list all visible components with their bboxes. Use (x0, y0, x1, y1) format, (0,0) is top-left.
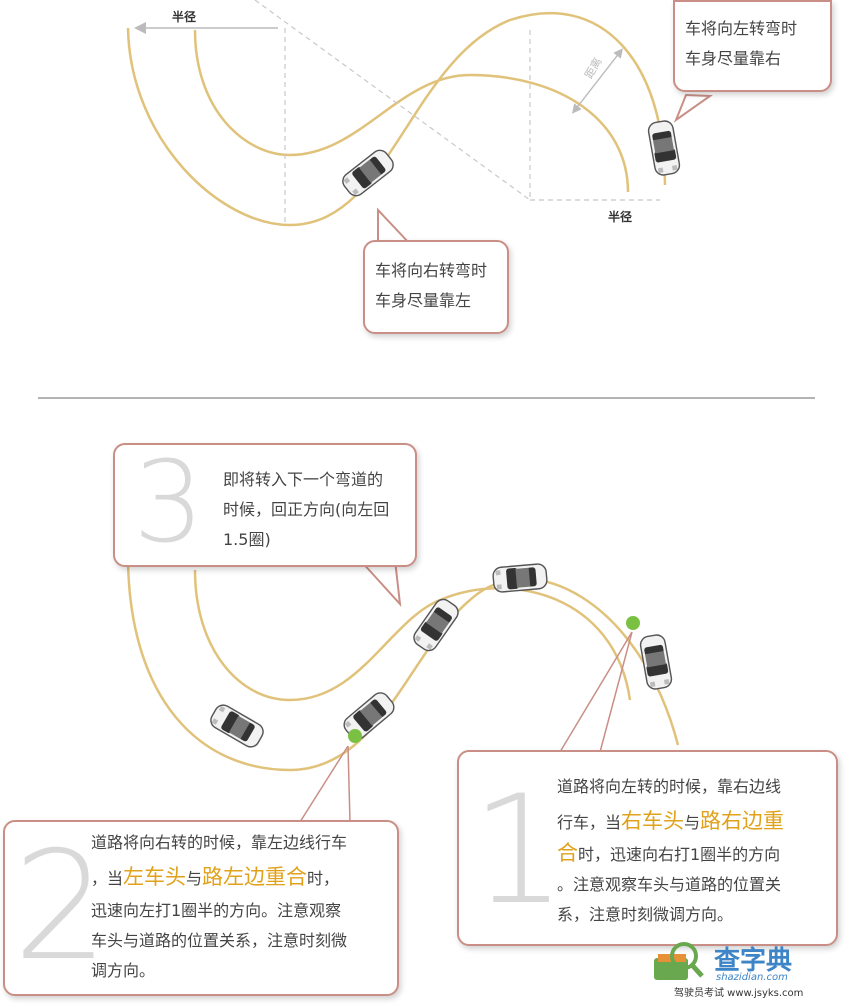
step2-line2-mid: 与 (186, 869, 203, 888)
car-bottom-1 (207, 701, 267, 751)
top-road-inner-edge (193, 29, 630, 193)
callout-left-turn-line1: 车将向左转弯时 (685, 19, 798, 38)
step3-line2: 时候，回正方向(向左回 (223, 500, 390, 519)
bottom-road-outer-edge (126, 559, 680, 772)
step2-line4: 车头与道路的位置关系，注意时刻微 (91, 931, 348, 950)
car-bottom-4 (491, 562, 549, 594)
callout-right-turn-line2: 车身尽量靠左 (375, 291, 472, 310)
step1-line3: 合时，迅速向右打1圈半的方向 (557, 838, 780, 870)
car-top-left (338, 146, 398, 200)
callout-left-turn-line2: 车身尽量靠右 (685, 49, 782, 68)
car-top-right (646, 118, 682, 178)
pointer-step1 (559, 631, 633, 753)
callout-tail-top-right (673, 93, 713, 123)
step3-line1: 即将转入下一个弯道的 (223, 470, 384, 489)
pointer-step2 (299, 745, 349, 823)
step1-line4: 。注意观察车头与道路的位置关 (557, 875, 782, 894)
radius-label-left: 半径 (172, 10, 197, 24)
step1-highlight-right-edge: 路右边重 (700, 809, 785, 833)
bottom-road (126, 559, 680, 772)
marker-left-front (348, 729, 362, 743)
step1-line3-post: 时，迅速向右打1圈半的方向 (578, 845, 781, 864)
callout-right-turn-line1: 车将向右转弯时 (375, 261, 488, 280)
top-road-outer-edge (126, 11, 667, 227)
callout-step1: 1 道路将向左转的时候，靠右边线 行车，当右车头与路右边重 合时，迅速向右打1圈… (457, 750, 838, 946)
step2-line1: 道路将向右转的时候，靠左边线行车 (91, 833, 348, 852)
step2-highlight-left-front: 左车头 (123, 865, 187, 889)
step1-line5: 系，注意时刻微调方向。 (557, 905, 734, 924)
car-bottom-3 (409, 595, 463, 655)
radius-label-right: 半径 (608, 210, 633, 224)
step3-line3: 1.5圈) (223, 530, 271, 549)
top-guides (254, 0, 660, 225)
step2-line2: ，当左车头与路左边重合时， (91, 862, 339, 894)
step1-highlight-right-front: 右车头 (621, 809, 685, 833)
step2-line2-pre: ，当 (91, 869, 124, 888)
callout-tail-top-left (377, 207, 413, 245)
callout-right-turn: 车将向右转弯时 车身尽量靠左 (363, 240, 509, 334)
step2-line3: 迅速向左打1圈半的方向。注意观察 (91, 901, 342, 920)
top-road (126, 11, 667, 227)
step2-line5: 调方向。 (91, 961, 156, 980)
marker-right-front (626, 616, 640, 630)
watermark-title: 查字典 (714, 946, 793, 976)
step1-line2: 行车，当右车头与路右边重 (557, 806, 784, 838)
step1-line2-mid: 与 (684, 813, 701, 832)
magnifier-logo-icon (654, 942, 704, 980)
callout-step3: 3 即将转入下一个弯道的 时候，回正方向(向左回 1.5圈) (113, 443, 417, 567)
step3-number: 3 (133, 438, 205, 568)
step2-highlight-left-edge: 路左边重合 (202, 865, 308, 889)
callout-left-turn: 车将向左转弯时 车身尽量靠右 (673, 0, 832, 92)
step1-number: 1 (471, 764, 567, 938)
step2-number: 2 (13, 820, 109, 994)
car-bottom-5 (638, 632, 674, 692)
watermark-footer: 驾驶员考试 www.jsyks.com (674, 988, 804, 999)
watermark: 查字典 shazidian.com 驾驶员考试 www.jsyks.com (650, 940, 849, 1000)
bottom-road-inner-edge (193, 569, 632, 702)
step1-line2-pre: 行车，当 (557, 813, 622, 832)
watermark-sub: shazidian.com (716, 972, 788, 983)
step1-highlight-coincide: 合 (557, 841, 578, 865)
callout-step2: 2 道路将向右转的时候，靠左边线行车 ，当左车头与路左边重合时， 迅速向左打1圈… (3, 820, 399, 996)
step1-line1: 道路将向左转的时候，靠右边线 (557, 777, 782, 796)
step2-line2-post: 时， (307, 869, 340, 888)
